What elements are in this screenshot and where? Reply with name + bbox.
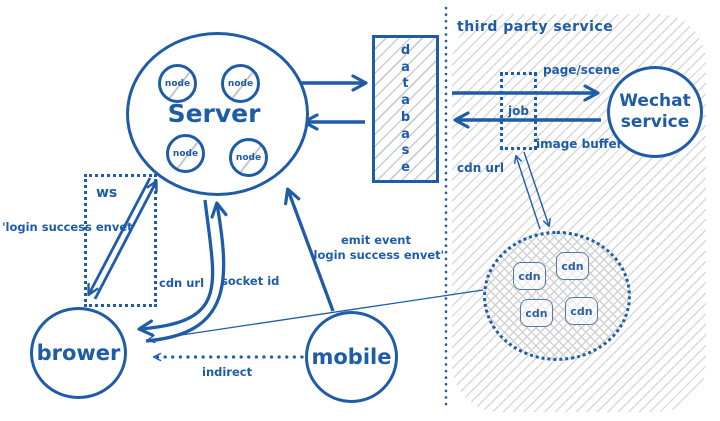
indirect-label: indirect bbox=[202, 365, 253, 379]
database-letter: d bbox=[400, 43, 411, 58]
job-label: job bbox=[508, 104, 529, 118]
node-circle: node bbox=[166, 134, 205, 173]
database-rect: d a t a b a s e bbox=[372, 35, 439, 183]
database-letter: a bbox=[401, 59, 410, 75]
wechat-label-line2: service bbox=[620, 112, 690, 132]
node-circle: node bbox=[229, 138, 268, 177]
database-letter: a bbox=[401, 126, 410, 142]
cdn-box: cdn bbox=[513, 262, 546, 290]
server-label: Server bbox=[167, 99, 261, 128]
page-scene-label: page/scene bbox=[543, 63, 620, 77]
database-letter: b bbox=[400, 109, 411, 125]
node-label: node bbox=[227, 78, 254, 89]
database-letter: t bbox=[402, 76, 409, 92]
wechat-label-line1: Wechat bbox=[619, 90, 691, 111]
cdn-url-left-label: cdn url bbox=[159, 276, 205, 290]
emit-event-line2: 'login success envet' bbox=[310, 247, 445, 262]
node-label: node bbox=[235, 152, 262, 163]
cdn-box: cdn bbox=[520, 299, 553, 327]
cdn-label: cdn bbox=[525, 306, 548, 320]
cdn-label: cdn bbox=[570, 304, 593, 318]
emit-event-label: emit event 'login success envet' bbox=[310, 233, 445, 263]
server-circle bbox=[126, 32, 309, 196]
ws-label: ws bbox=[96, 185, 118, 201]
socket-id-label: socket id bbox=[221, 274, 280, 288]
image-buffer-label: image buffer bbox=[536, 137, 623, 151]
cdn-box: cdn bbox=[565, 297, 598, 325]
node-label: node bbox=[164, 78, 191, 89]
database-letter: s bbox=[401, 143, 410, 159]
brower-label: brower bbox=[36, 341, 121, 365]
mobile-circle: mobile bbox=[305, 311, 398, 403]
third-party-label: third party service bbox=[457, 19, 614, 35]
emit-event-line1: emit event bbox=[340, 233, 411, 247]
login-success-label: 'login success envet' bbox=[2, 220, 137, 234]
cdn-label: cdn bbox=[561, 259, 584, 273]
cdn-url-right-label: cdn url bbox=[457, 161, 504, 175]
brower-circle: brower bbox=[30, 307, 127, 399]
job-box: job bbox=[500, 72, 537, 150]
database-letter: a bbox=[401, 93, 410, 109]
cdn-cluster-ellipse bbox=[483, 231, 631, 361]
node-circle: node bbox=[221, 64, 260, 103]
ws-box bbox=[84, 174, 157, 307]
node-circle: node bbox=[158, 64, 197, 103]
database-letter: e bbox=[401, 159, 410, 175]
wechat-service-circle: Wechat service bbox=[607, 66, 703, 158]
cdn-label: cdn bbox=[518, 269, 541, 283]
arrow-socket-id bbox=[145, 201, 228, 343]
mobile-label: mobile bbox=[311, 345, 392, 369]
node-label: node bbox=[172, 148, 199, 159]
cdn-box: cdn bbox=[556, 252, 589, 280]
